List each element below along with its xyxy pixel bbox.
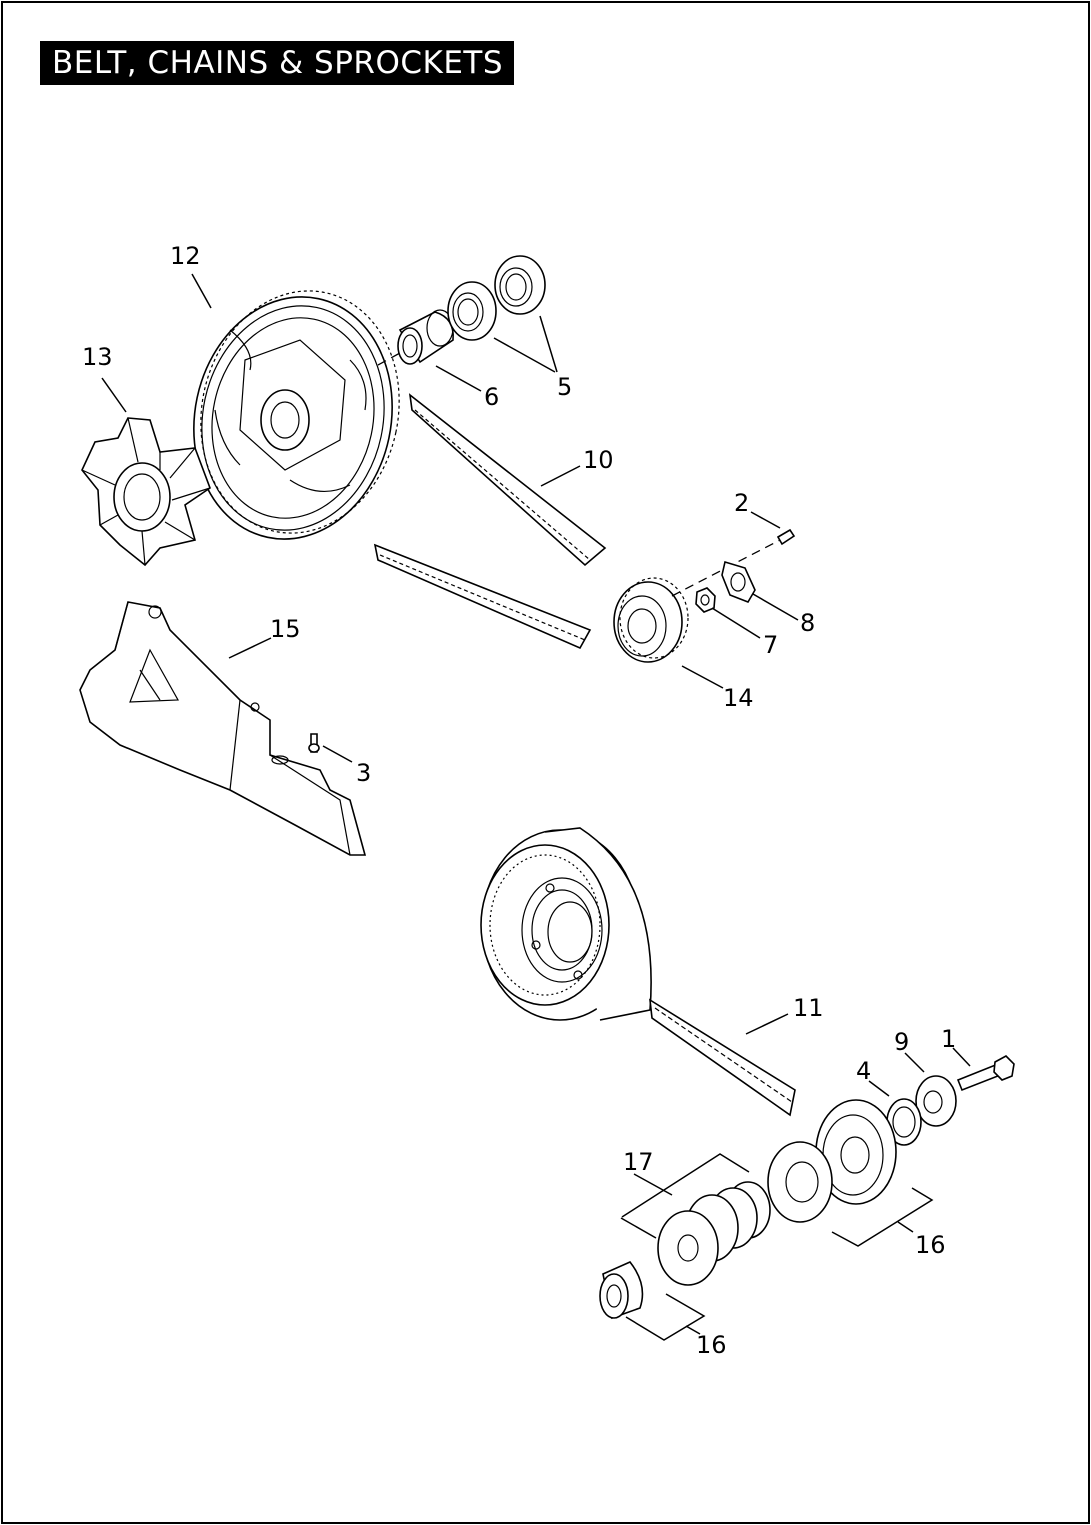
- callout-13: 13: [82, 343, 113, 371]
- callout-12: 12: [170, 242, 201, 270]
- callout-3: 3: [356, 759, 371, 787]
- bearing-outer: [494, 255, 546, 315]
- belt-guard: [79, 601, 367, 856]
- lock-plate: [721, 560, 756, 603]
- leader-lines: [101, 273, 971, 1341]
- primary-chain: [649, 998, 796, 1117]
- compensator-washer: [915, 1075, 957, 1127]
- callout-15: 15: [270, 615, 301, 643]
- callout-14: 14: [723, 684, 754, 712]
- callout-11: 11: [793, 994, 824, 1022]
- callout-6: 6: [484, 383, 499, 411]
- callout-17: 17: [623, 1148, 654, 1176]
- callout-4: 4: [856, 1057, 871, 1085]
- drive-belt-upper: [408, 393, 607, 567]
- callout-7: 7: [763, 631, 778, 659]
- callout-9: 9: [894, 1028, 909, 1056]
- fan-deflector: [81, 417, 211, 567]
- callout-8: 8: [800, 609, 815, 637]
- callout-1: 1: [941, 1025, 956, 1053]
- spacer-sleeve: [397, 309, 454, 365]
- lock-plate-screw: [776, 528, 796, 546]
- belt-guard-screw: [308, 733, 320, 753]
- callout-10: 10: [583, 446, 614, 474]
- callout-16-upper: 16: [915, 1231, 946, 1259]
- page-title: BELT, CHAINS & SPROCKETS: [52, 45, 504, 81]
- sprocket-nut: [695, 587, 716, 613]
- callout-labels: 12 13 6 5 10 2 8 7 14 15 3 11 9 1 4 17 1…: [82, 242, 956, 1359]
- spring-pack: [657, 1181, 771, 1286]
- transmission-sprocket: [613, 577, 689, 663]
- bearing-inner: [447, 281, 497, 341]
- shaft-extension: [599, 1261, 644, 1320]
- callout-2: 2: [734, 489, 749, 517]
- callout-5: 5: [557, 373, 572, 401]
- compensator-bolt: [956, 1055, 1015, 1092]
- compensating-sprocket: [767, 1099, 897, 1223]
- drive-belt-lower: [373, 543, 592, 650]
- clutch-assembly: [480, 827, 652, 1021]
- callout-16-lower: 16: [696, 1331, 727, 1359]
- title-banner: BELT, CHAINS & SPROCKETS: [40, 41, 514, 85]
- rear-belt-sprocket: [193, 290, 400, 540]
